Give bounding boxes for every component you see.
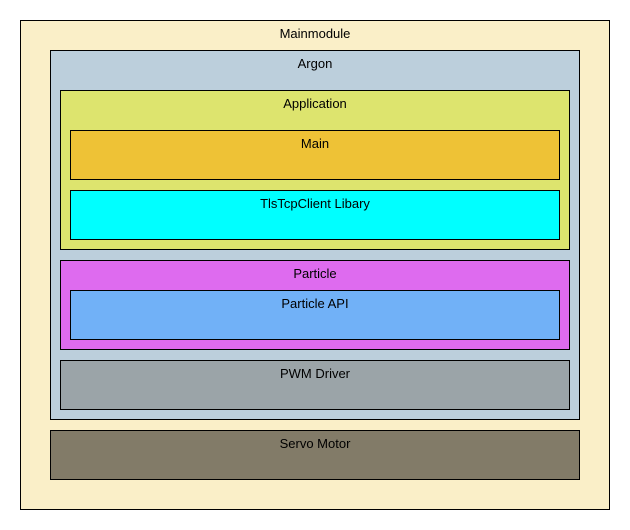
block-tlstcpclient-library: TlsTcpClient Libary: [70, 190, 560, 240]
block-main-label: Main: [300, 136, 330, 151]
block-pwm-driver-label: PWM Driver: [279, 366, 351, 381]
block-main: Main: [70, 130, 560, 180]
block-servo-motor: Servo Motor: [50, 430, 580, 480]
block-pwm-driver: PWM Driver: [60, 360, 570, 410]
block-tlstcpclient-library-label: TlsTcpClient Libary: [260, 196, 370, 211]
block-mainmodule-label: Mainmodule: [279, 26, 351, 41]
block-application-label: Application: [283, 96, 347, 111]
block-particle-api: Particle API: [70, 290, 560, 340]
block-argon-label: Argon: [297, 56, 333, 71]
block-particle-label: Particle: [293, 266, 337, 281]
block-particle-api-label: Particle API: [281, 296, 349, 311]
block-servo-motor-label: Servo Motor: [279, 436, 351, 451]
